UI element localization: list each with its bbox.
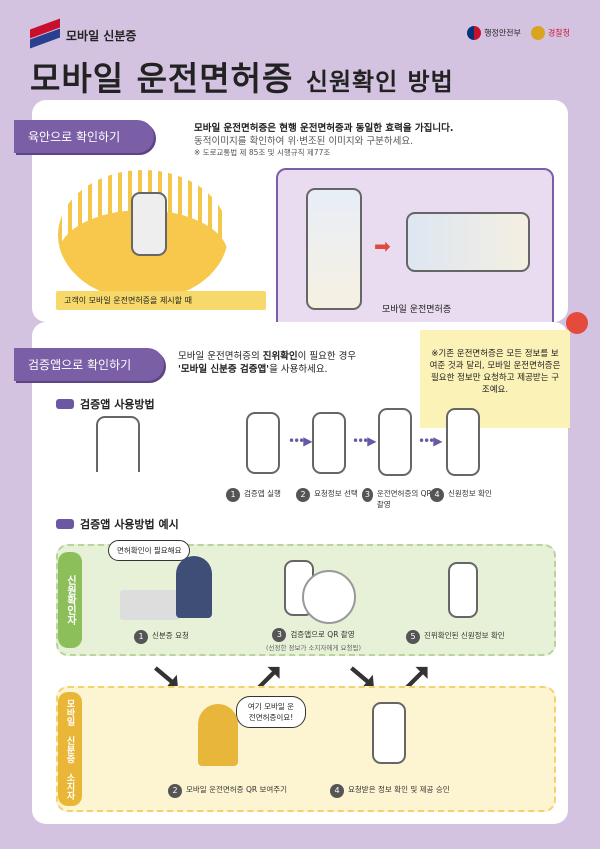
phone-icon	[131, 192, 167, 256]
howto-hand-phone	[96, 416, 140, 472]
dotted-arrow-icon: •••▶	[288, 434, 313, 448]
police-logo: 경찰청	[530, 26, 570, 40]
holder-label: 모바일 신분증 소지자	[58, 692, 82, 806]
brand-logo: 모바일 신분증	[30, 18, 137, 49]
dotted-arrow-icon: •••▶	[418, 434, 443, 448]
dotted-arrow-icon: •••▶	[352, 434, 377, 448]
pointing-hand-icon	[56, 519, 74, 529]
brand-name: 모바일 신분증	[66, 28, 137, 43]
arrow-right-icon: ➡	[374, 234, 391, 258]
license-label: 모바일 운전면허증	[382, 305, 452, 315]
holder-person	[198, 704, 238, 766]
mois-logo: 행정안전부	[467, 26, 521, 40]
result-phone	[448, 562, 478, 618]
visual-description: 모바일 운전면허증은 현행 운전면허증과 동일한 효력을 가집니다. 동적이미지…	[194, 123, 454, 157]
laptop-icon	[120, 590, 180, 620]
visual-illustration	[58, 170, 228, 300]
qr-scan-zoom	[302, 570, 356, 624]
verifier-bubble: 면허확인이 필요해요	[108, 540, 191, 561]
approve-phone	[372, 702, 406, 764]
verifier-person	[176, 556, 212, 618]
holder-bubble: 여기 모바일 운전면허증이요!	[236, 696, 306, 728]
visual-caption: 고객이 모바일 운전면허증을 제시할 때	[56, 291, 266, 310]
agency-logos: 행정안전부 경찰청	[467, 26, 570, 40]
howto-phone-1	[246, 412, 280, 474]
app-check-tab: 검증앱으로 확인하기	[14, 348, 164, 381]
visual-check-tab: 육안으로 확인하기	[14, 120, 154, 153]
license-phone-portrait	[306, 188, 362, 310]
pin-icon	[566, 312, 588, 334]
verifier-label: 신원확인자	[58, 552, 82, 648]
app-description: 모바일 운전면허증의 진위확인이 필요한 경우 '모바일 신분증 검증앱'을 사…	[178, 351, 357, 375]
howto-phone-4	[446, 408, 480, 476]
holder-zone	[56, 686, 556, 812]
info-note: ※기존 운전면허증은 모든 정보를 보여준 것과 달리, 모바일 운전면허증은 …	[420, 330, 570, 428]
license-phone-landscape	[406, 212, 530, 272]
pointing-hand-icon	[56, 399, 74, 409]
license-display-box: ➡ 모바일 운전면허증	[276, 168, 554, 332]
howto-phone-3	[378, 408, 412, 476]
example-title: 검증앱 사용방법 예시	[56, 516, 179, 532]
howto-title: 검증앱 사용방법	[56, 396, 155, 412]
brand-mark-icon	[30, 18, 60, 49]
page-title: 모바일 운전면허증 신원확인 방법	[30, 59, 454, 98]
howto-phone-2	[312, 412, 346, 474]
